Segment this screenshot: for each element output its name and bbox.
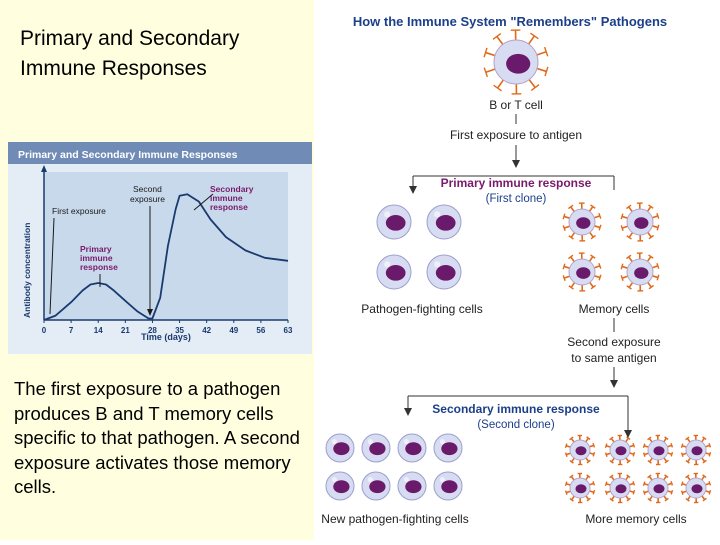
arrowhead-second — [610, 380, 618, 388]
more-memory-cell-icon — [565, 473, 594, 502]
x-tick-label: 56 — [256, 326, 265, 335]
x-tick-label: 0 — [42, 326, 47, 335]
second-exposure-line2: to same antigen — [571, 351, 656, 365]
annotation-second-exposure-line1: Second — [133, 184, 162, 194]
annotation-second-exposure-line2: exposure — [130, 194, 165, 204]
new-pathogen-fighting-cell-icon — [362, 472, 390, 500]
annotation-first-exposure: First exposure — [52, 206, 106, 216]
x-tick-label: 7 — [69, 326, 74, 335]
memory-cell-icon — [563, 203, 601, 241]
slide-title: Primary and Secondary Immune Responses — [20, 24, 310, 84]
pathogen-fighting-cell-icon — [377, 205, 411, 239]
graph-title: Primary and Secondary Immune Responses — [18, 149, 238, 161]
first-exposure-label: First exposure to antigen — [450, 128, 582, 142]
pathogen-fighting-label: Pathogen-fighting cells — [361, 302, 482, 316]
x-tick-label: 14 — [94, 326, 103, 335]
immune-response-graph: Primary and Secondary Immune Responses 0… — [8, 142, 312, 354]
b-or-t-cell-label: B or T cell — [489, 98, 543, 112]
more-memory-cell-icon — [643, 435, 672, 464]
x-axis-label: Time (days) — [141, 332, 191, 342]
memory-cell-icon — [621, 253, 659, 291]
new-pathogen-fighting-label: New pathogen-fighting cells — [321, 512, 468, 526]
new-pathogen-fighting-cell-icon — [326, 434, 354, 462]
b-or-t-cell-icon — [484, 30, 548, 94]
memory-cell-icon — [621, 203, 659, 241]
second-clone-label: (Second clone) — [477, 419, 555, 431]
more-memory-cells-label: More memory cells — [585, 512, 686, 526]
memory-cells-label: Memory cells — [579, 302, 650, 316]
y-axis-label: Antibody concentration — [22, 223, 32, 318]
new-pathogen-fighting-cell-icon — [434, 434, 462, 462]
secondary-branch-right-arrowhead — [624, 430, 632, 438]
first-clone-label: (First clone) — [486, 193, 547, 205]
new-pathogen-fighting-cell-icon — [362, 434, 390, 462]
slide-caption: The first exposure to a pathogen produce… — [14, 377, 314, 500]
more-memory-cell-icon — [643, 473, 672, 502]
immune-memory-diagram: How the Immune System "Remembers" Pathog… — [318, 0, 720, 540]
second-exposure-line1: Second exposure — [567, 335, 661, 349]
annotation-primary-line3: response — [80, 262, 118, 272]
more-memory-cell-icon — [681, 473, 710, 502]
primary-response-label: Primary immune response — [441, 176, 592, 190]
more-memory-cell-icon — [681, 435, 710, 464]
left-panel: Primary and Secondary Immune Responses P… — [0, 0, 314, 540]
more-memory-cell-icon — [605, 473, 634, 502]
secondary-branch-left-arrowhead — [404, 408, 412, 416]
pathogen-fighting-cell-icon — [377, 255, 411, 289]
new-pathogen-fighting-cell-icon — [398, 472, 426, 500]
pathogen-fighting-cell-icon — [427, 255, 461, 289]
arrowhead-first — [512, 160, 520, 168]
x-tick-label: 21 — [121, 326, 130, 335]
primary-branch-left-arrowhead — [409, 186, 417, 194]
secondary-response-label: Secondary immune response — [432, 402, 600, 416]
memory-cell-icon — [563, 253, 601, 291]
new-pathogen-fighting-cell-icon — [434, 472, 462, 500]
annotation-secondary-line3: response — [210, 202, 248, 212]
x-tick-label: 42 — [202, 326, 211, 335]
diagram-title: How the Immune System "Remembers" Pathog… — [353, 14, 667, 29]
x-tick-label: 49 — [229, 326, 238, 335]
pathogen-fighting-cell-icon — [427, 205, 461, 239]
x-tick-label: 63 — [284, 326, 293, 335]
new-pathogen-fighting-cell-icon — [398, 434, 426, 462]
graph-svg: Primary and Secondary Immune Responses 0… — [8, 142, 312, 354]
new-pathogen-fighting-cell-icon — [326, 472, 354, 500]
more-memory-cell-icon — [565, 435, 594, 464]
more-memory-cell-icon — [605, 435, 634, 464]
diagram-svg: How the Immune System "Remembers" Pathog… — [318, 0, 720, 540]
